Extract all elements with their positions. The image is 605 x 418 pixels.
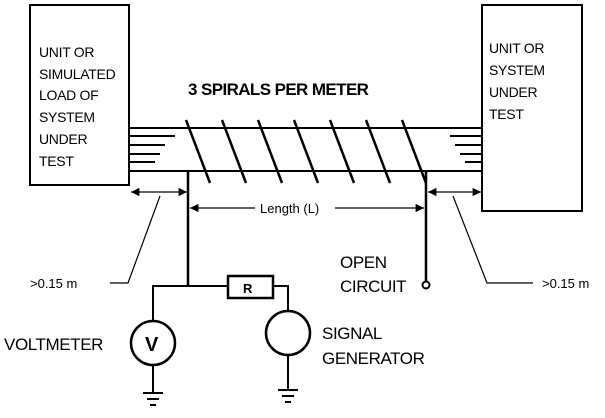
right-unit-box bbox=[481, 4, 583, 212]
left-distance-label: >0.15 m bbox=[30, 276, 77, 291]
right-gap-dimension bbox=[428, 187, 533, 284]
right-box-line-2: SYSTEM bbox=[489, 62, 545, 78]
voltmeter-wire bbox=[152, 285, 188, 320]
right-distance-label: >0.15 m bbox=[542, 276, 589, 291]
diagram-title: 3 SPIRALS PER METER bbox=[188, 80, 369, 99]
right-box-line-1: UNIT OR bbox=[489, 40, 544, 56]
left-box-line-3: LOAD OF bbox=[39, 87, 98, 103]
left-box-line-2: SIMULATED bbox=[39, 66, 116, 82]
open-circuit-line-2: CIRCUIT bbox=[340, 277, 406, 296]
signal-generator-ground-icon bbox=[278, 389, 298, 403]
left-box-line-6: TEST bbox=[39, 153, 74, 169]
signal-generator-line-2: GENERATOR bbox=[322, 349, 425, 368]
left-box-line-1: UNIT OR bbox=[39, 44, 94, 60]
spiral-wire bbox=[184, 119, 428, 184]
open-circuit-terminal bbox=[421, 280, 431, 290]
left-box-line-5: UNDER bbox=[39, 131, 87, 147]
resistor-label: R bbox=[243, 281, 253, 296]
voltmeter-ground-icon bbox=[143, 392, 163, 406]
length-label: Length (L) bbox=[260, 201, 319, 216]
left-unit-box bbox=[29, 4, 130, 186]
right-box-line-4: TEST bbox=[489, 106, 524, 122]
signal-generator-line-1: SIGNAL bbox=[322, 324, 382, 343]
resistor-right-wire bbox=[273, 285, 289, 312]
right-box-line-3: UNDER bbox=[489, 84, 537, 100]
left-box-line-4: SYSTEM bbox=[39, 109, 95, 125]
left-gap-dimension bbox=[110, 187, 187, 284]
open-circuit-line-1: OPEN bbox=[340, 253, 387, 272]
signal-generator-symbol bbox=[264, 309, 312, 357]
voltmeter-symbol-label: V bbox=[145, 334, 159, 356]
voltmeter-label: VOLTMETER bbox=[4, 335, 103, 354]
